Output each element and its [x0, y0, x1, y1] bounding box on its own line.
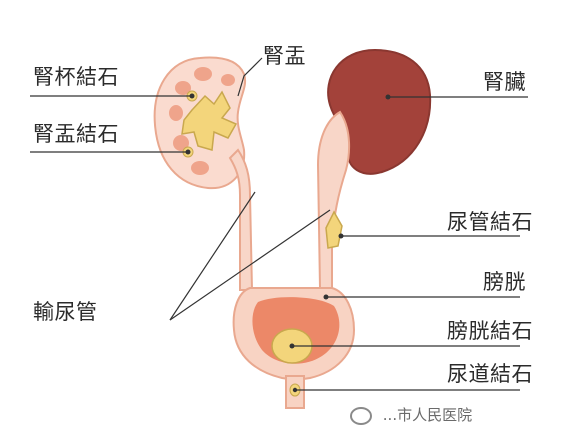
- label-bladder: 膀胱: [483, 270, 526, 294]
- right-ureter: [316, 110, 351, 289]
- label-ureter-stone: 尿管結石: [447, 210, 533, 234]
- watermark-text: ...市人民医院: [382, 406, 473, 424]
- label-kidney: 腎臟: [483, 70, 526, 94]
- label-bladder-stone: 膀胱結石: [447, 319, 533, 343]
- leader-lines: [30, 57, 528, 391]
- right-kidney: [327, 48, 432, 175]
- watermark: ...市人民医院: [350, 404, 472, 425]
- label-renal-pelvis: 腎盂: [263, 44, 306, 68]
- bladder-shape: [232, 287, 356, 381]
- label-ureter: 輸尿管: [33, 300, 98, 324]
- left-kidney-section: [153, 56, 247, 190]
- label-renal-calyx-stone: 腎杯結石: [33, 65, 119, 89]
- left-ureter: [228, 148, 254, 291]
- label-urethra-stone: 尿道結石: [447, 362, 533, 386]
- watermark-logo-icon: [350, 406, 372, 425]
- label-renal-pelvis-stone: 腎盂結石: [33, 122, 119, 146]
